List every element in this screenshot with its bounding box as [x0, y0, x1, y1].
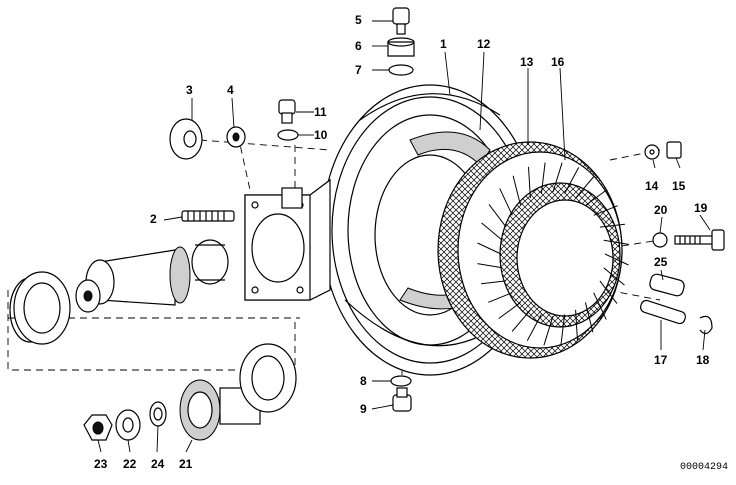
part-2-stud — [181, 210, 235, 222]
part-13-brake-drum — [437, 141, 623, 359]
part-label-7: 7 — [355, 63, 362, 77]
part-8-washer — [390, 375, 412, 387]
drum-fin — [603, 267, 625, 286]
drum-fin — [593, 205, 618, 216]
drum-fin — [540, 162, 546, 194]
pinion-gear-assembly — [9, 239, 229, 345]
drum-fin — [526, 314, 542, 341]
part-label-6: 6 — [355, 39, 362, 53]
drum-fin — [564, 167, 580, 194]
drum-fin — [575, 309, 578, 342]
drum-fin — [499, 188, 513, 216]
document-number: 00004294 — [679, 462, 728, 473]
part-24-ring — [149, 401, 167, 427]
drum-fin — [543, 315, 554, 346]
drum-fin — [603, 239, 629, 245]
part-20-washer — [652, 232, 668, 248]
part-label-2: 2 — [150, 212, 157, 226]
part-11-plug — [278, 99, 296, 124]
part-label-20: 20 — [654, 203, 668, 217]
part-17-pin — [639, 299, 687, 325]
drum-fin — [584, 302, 594, 333]
drum-fin — [585, 189, 608, 206]
drum-fin — [593, 292, 607, 320]
part-label-9: 9 — [360, 402, 367, 416]
drum-fin — [477, 242, 502, 255]
part-label-24: 24 — [151, 457, 165, 471]
part-label-3: 3 — [186, 83, 193, 97]
part-label-4: 4 — [227, 83, 234, 97]
part-label-16: 16 — [551, 55, 565, 69]
part-label-15: 15 — [672, 179, 686, 193]
part-label-22: 22 — [123, 457, 137, 471]
part-label-1: 1 — [440, 37, 447, 51]
part-label-13: 13 — [520, 55, 534, 69]
drum-fin — [552, 162, 563, 193]
part-label-23: 23 — [94, 457, 108, 471]
part-label-21: 21 — [179, 457, 193, 471]
part-label-11: 11 — [314, 105, 327, 119]
drum-fin — [481, 222, 503, 241]
drum-fin — [481, 280, 507, 285]
part-15-nut — [666, 141, 682, 159]
part-7-washer — [388, 64, 414, 76]
part-18-clip — [699, 315, 713, 335]
part-23-nut — [83, 414, 113, 441]
drum-fin — [498, 302, 521, 319]
part-label-19: 19 — [694, 201, 708, 215]
part-label-17: 17 — [654, 353, 668, 367]
label-leader-lines — [97, 20, 711, 453]
part-10-gasket — [277, 129, 299, 141]
part-label-10: 10 — [314, 128, 328, 142]
drum-fin — [488, 204, 507, 228]
drum-fin — [560, 314, 566, 346]
part-label-8: 8 — [360, 374, 367, 388]
part-21-drive-gear — [179, 343, 297, 441]
part-14-washer — [644, 144, 660, 160]
drum-fin — [488, 292, 513, 303]
drum-fin — [512, 175, 522, 206]
drum-fin — [528, 166, 531, 199]
part-6-fitting — [387, 37, 415, 57]
drum-fin — [511, 309, 531, 332]
part-label-5: 5 — [355, 13, 362, 27]
part-label-14: 14 — [645, 179, 659, 193]
final-drive-housing — [244, 178, 331, 301]
drum-fin — [575, 176, 595, 199]
drum-fin — [477, 263, 503, 269]
part-19-bolt — [674, 229, 725, 251]
drum-fin — [599, 280, 618, 304]
part-9-bolt — [392, 387, 412, 412]
part-label-18: 18 — [696, 353, 710, 367]
part-25-sleeve — [649, 273, 685, 297]
part-4-nut — [226, 126, 246, 148]
drum-fin — [604, 253, 629, 266]
part-label-12: 12 — [477, 37, 491, 51]
part-label-25: 25 — [654, 255, 668, 269]
part-5-screw — [392, 7, 410, 35]
drum-fin — [599, 223, 625, 228]
part-16-drum-cooling-fins — [477, 162, 629, 346]
part-3-washer — [169, 118, 203, 160]
part-22-washer — [115, 409, 141, 441]
